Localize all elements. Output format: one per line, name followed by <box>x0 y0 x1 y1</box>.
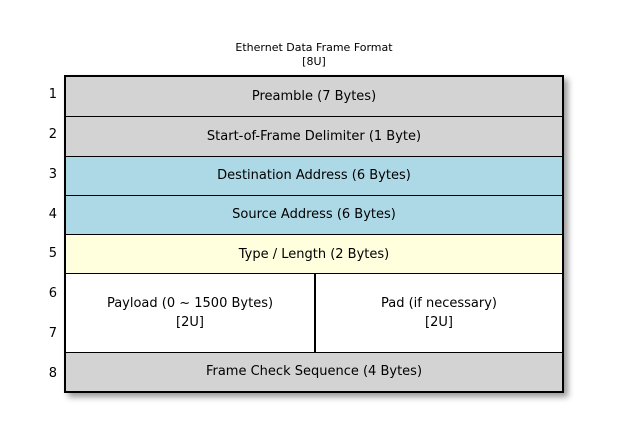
row-number-2: 2 <box>48 127 57 143</box>
cell-frame-check-sequence: Frame Check Sequence (4 Bytes) <box>66 351 562 391</box>
row-number-3: 3 <box>48 166 57 182</box>
cell-destination-address: Destination Address (6 Bytes) <box>66 155 562 195</box>
cell-start-of-frame-delimiter: Start-of-Frame Delimiter (1 Byte) <box>66 116 562 156</box>
frame-format-table: Preamble (7 Bytes) Start-of-Frame Delimi… <box>64 75 564 393</box>
diagram-title: Ethernet Data Frame Format <box>235 41 393 54</box>
row-number-column: 1 2 3 4 5 6 7 8 <box>28 75 57 393</box>
payload-label: Payload (0 ~ 1500 Bytes) <box>106 296 274 311</box>
diagram-title-block: Ethernet Data Frame Format [8U] <box>64 41 564 69</box>
row-number-4: 4 <box>48 206 57 222</box>
pad-label: Pad (if necessary) <box>380 296 497 311</box>
cell-type-length: Type / Length (2 Bytes) <box>66 234 562 274</box>
cell-preamble: Preamble (7 Bytes) <box>66 77 562 117</box>
row-number-5: 5 <box>48 246 57 262</box>
row-number-7: 7 <box>48 325 57 341</box>
cell-payload: Payload (0 ~ 1500 Bytes) [2U] <box>66 273 314 352</box>
row-number-8: 8 <box>48 365 57 381</box>
payload-size-note: [2U] <box>176 315 204 330</box>
row-number-1: 1 <box>48 87 57 103</box>
diagram-subtitle: [8U] <box>302 55 326 68</box>
cell-pad: Pad (if necessary) [2U] <box>314 273 562 352</box>
row-number-6: 6 <box>48 286 57 302</box>
cell-source-address: Source Address (6 Bytes) <box>66 194 562 234</box>
pad-size-note: [2U] <box>425 315 453 330</box>
